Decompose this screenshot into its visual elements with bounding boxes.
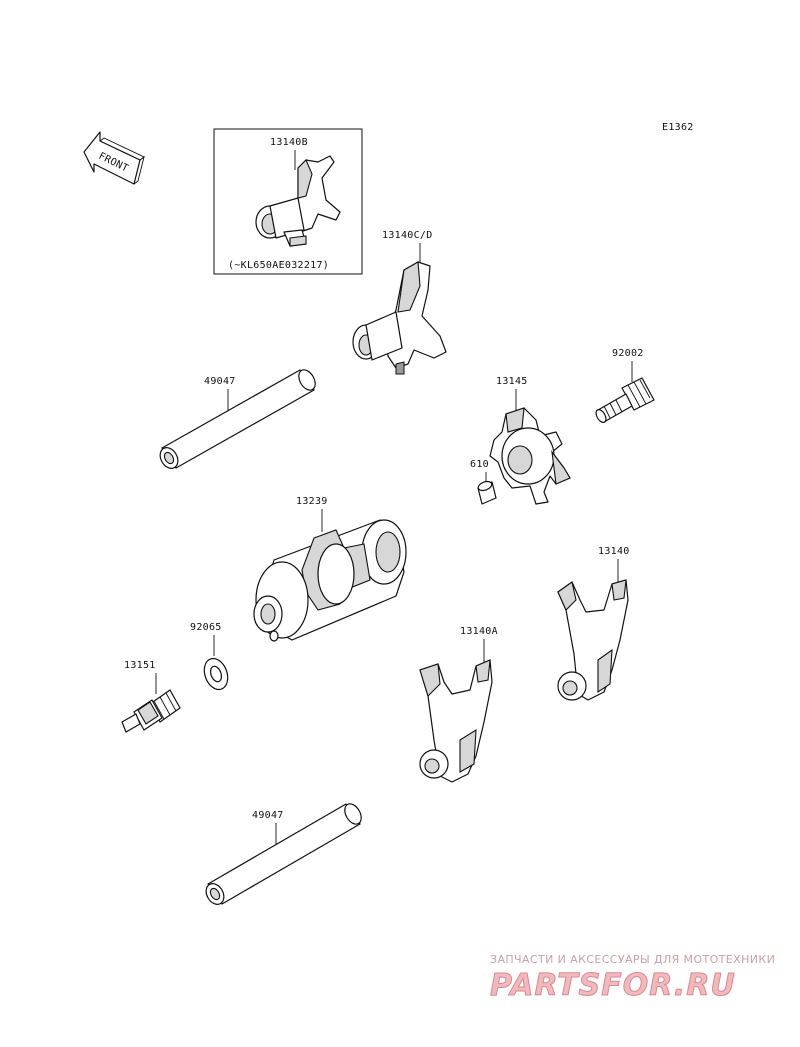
watermark: ЗАПЧАСТИ И АКСЕССУАРЫ ДЛЯ МОТОТЕХНИКИ PA… bbox=[490, 953, 775, 1004]
label-13140a: 13140A bbox=[460, 626, 498, 637]
label-49047-upper: 49047 bbox=[204, 376, 236, 387]
label-13140: 13140 bbox=[598, 546, 630, 557]
label-92065: 92065 bbox=[190, 622, 222, 633]
diagram-id: E1362 bbox=[662, 122, 694, 133]
washer-92065: 92065 bbox=[190, 622, 229, 691]
shaft-49047-upper: 49047 bbox=[159, 369, 316, 469]
plate-13145: 13145 bbox=[489, 376, 571, 505]
pin-610: 610 bbox=[470, 459, 497, 505]
watermark-tagline: ЗАПЧАСТИ И АКСЕССУАРЫ ДЛЯ МОТОТЕХНИКИ bbox=[490, 953, 775, 966]
fork-13140b-inset: 13140B (~KL650AE032217) bbox=[213, 128, 363, 275]
note-13140b: (~KL650AE032217) bbox=[228, 260, 329, 271]
label-13140cd: 13140C/D bbox=[382, 230, 433, 241]
fork-13140a: 13140A bbox=[419, 626, 498, 783]
screw-92002: 92002 bbox=[595, 348, 655, 423]
drum-13239: 13239 bbox=[253, 496, 407, 642]
fork-13140cd: 13140C/D bbox=[352, 230, 447, 375]
label-13151: 13151 bbox=[124, 660, 156, 671]
label-13239: 13239 bbox=[296, 496, 328, 507]
label-92002: 92002 bbox=[612, 348, 644, 359]
fork-13140: 13140 bbox=[557, 546, 630, 701]
front-arrow-icon: FRONT bbox=[83, 131, 145, 185]
label-13145: 13145 bbox=[496, 376, 528, 387]
inset-frame bbox=[213, 128, 363, 275]
shaft-49047-lower: 49047 bbox=[205, 803, 362, 905]
watermark-logo: PARTSFOR.RU bbox=[490, 968, 736, 1003]
switch-13151: 13151 bbox=[121, 660, 181, 733]
label-610: 610 bbox=[470, 459, 489, 470]
label-49047-lower: 49047 bbox=[252, 810, 284, 821]
label-13140b: 13140B bbox=[270, 137, 308, 148]
